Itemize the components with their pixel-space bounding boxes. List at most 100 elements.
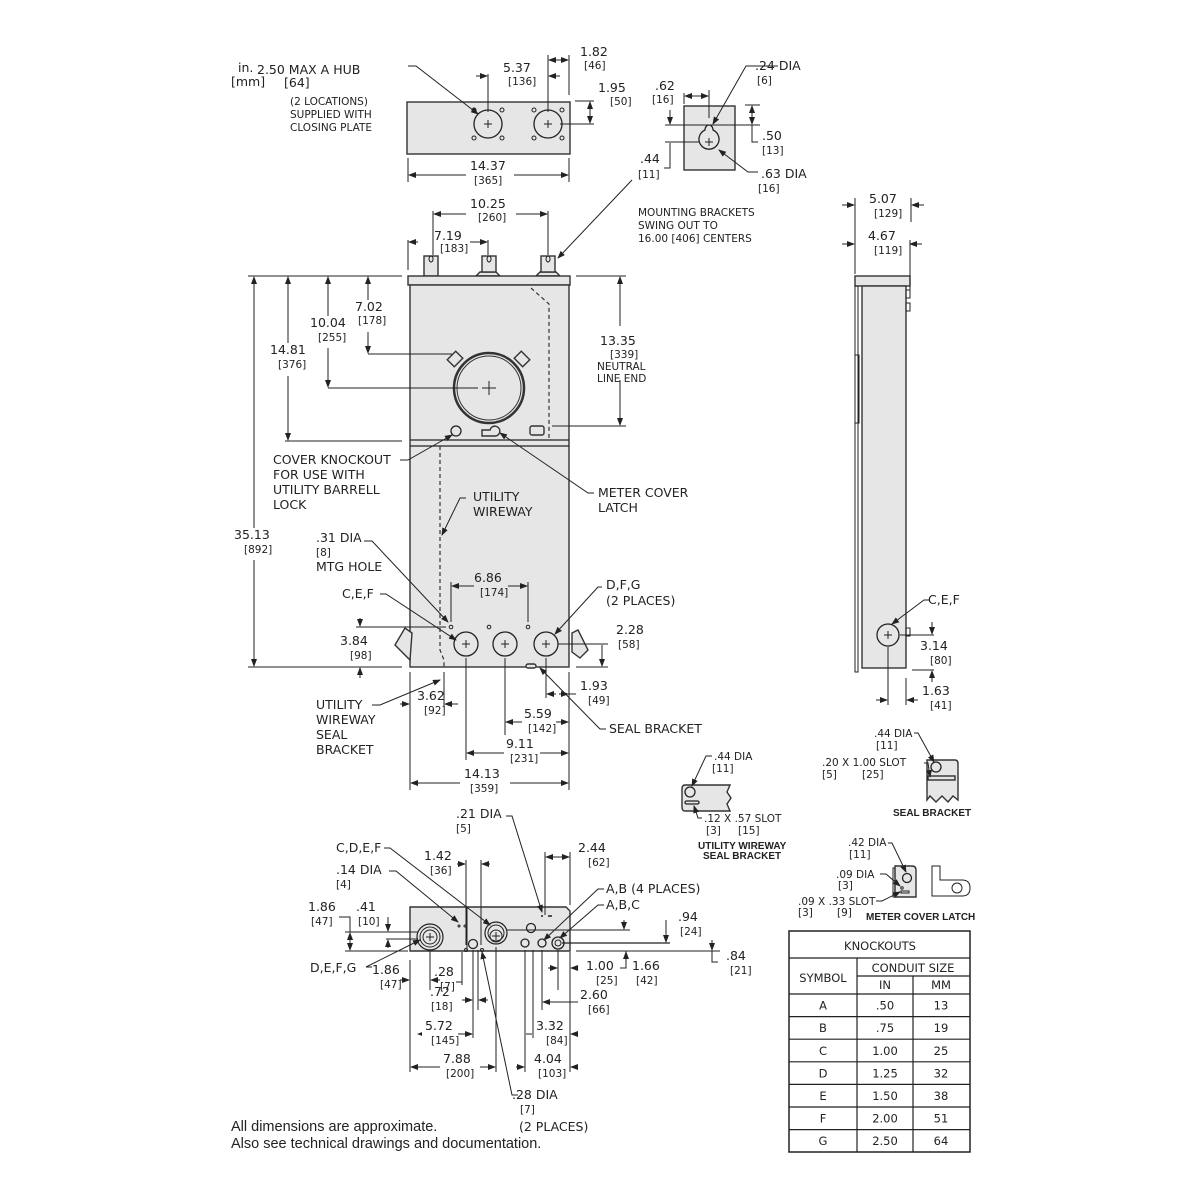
dim-1-93: 1.93 — [580, 678, 608, 693]
dim-1-93-mm: [49] — [588, 695, 610, 707]
kt-cell-symbol: G — [819, 1134, 828, 1148]
seal-bracket-label: SEAL BRACKET — [609, 721, 702, 736]
dim-10-25: 10.25 — [470, 196, 506, 211]
kt-title: KNOCKOUTS — [844, 939, 916, 953]
uw-title-2: SEAL BRACKET — [703, 851, 781, 862]
dim-35-13: 35.13 — [234, 527, 270, 542]
dim-14-81: 14.81 — [270, 342, 306, 357]
bv-dim-1-42: 1.42 — [424, 848, 452, 863]
bottom-view: .21 DIA [5] C,D,E,F .14 DIA [4] 1.42 [36… — [308, 806, 752, 1134]
mtg-hole-label-1: .31 DIA — [316, 530, 362, 545]
uw-dia-mm: [11] — [712, 763, 734, 775]
latch-slot: .09 X .33 SLOT — [798, 896, 876, 908]
kt-cell-in: 1.25 — [872, 1066, 898, 1080]
kt-cell-in: 2.50 — [872, 1134, 898, 1148]
dia-63-mm: [16] — [758, 183, 780, 195]
dia-63: .63 DIA — [761, 166, 807, 181]
dim-5-07-mm: [129] — [874, 208, 902, 220]
bv-dia-28: .28 DIA — [512, 1087, 558, 1102]
bv-dim-28-mm: [7] — [440, 981, 455, 993]
cover-knockout-label-1: COVER KNOCKOUT — [273, 452, 391, 467]
top-brackets — [423, 255, 562, 277]
uw-seal-label-2: WIREWAY — [316, 712, 376, 727]
bottom-knockouts — [448, 624, 559, 669]
kt-cell-mm: 25 — [934, 1044, 949, 1058]
seal-slot: .20 X 1.00 SLOT — [822, 757, 907, 769]
seal-slot-mm-a: [5] — [822, 769, 837, 781]
bv-dim-72-mm: [18] — [431, 1001, 453, 1013]
dim-6-86-mm: [174] — [480, 587, 508, 599]
units-legend: in. [mm] — [231, 60, 265, 89]
knockouts-table: KNOCKOUTS SYMBOL CONDUIT SIZE IN MM A.50… — [788, 930, 971, 1153]
uw-slot-mm-b: [15] — [738, 825, 760, 837]
neutral-label-2: LINE END — [597, 373, 646, 385]
footer-notes: All dimensions are approximate. Also see… — [231, 1119, 541, 1152]
dim-10-04: 10.04 — [310, 315, 346, 330]
cover-knockout-label-4: LOCK — [273, 497, 307, 512]
uw-seal-label-1: UTILITY — [316, 697, 363, 712]
kt-cell-in: 2.00 — [872, 1112, 898, 1126]
kt-cell-mm: 13 — [934, 999, 949, 1013]
bv-dim-4-04: 4.04 — [534, 1051, 562, 1066]
uw-seal-label-3: SEAL — [316, 727, 347, 742]
bv-dim-5-72-mm: [145] — [431, 1035, 459, 1047]
bv-dim-5-72: 5.72 — [425, 1018, 453, 1033]
latch-dia-42-mm: [11] — [849, 849, 871, 861]
bv-dim-1-86b: 1.86 — [372, 962, 400, 977]
kt-cell-symbol: D — [819, 1066, 828, 1080]
kt-col-symbol: SYMBOL — [799, 971, 847, 985]
dim-2-28: 2.28 — [616, 622, 644, 637]
dim-3-84: 3.84 — [340, 633, 368, 648]
dim-62-mm: [16] — [652, 94, 674, 106]
bv-dim-84-mm: [21] — [730, 965, 752, 977]
kt-cell-mm: 51 — [934, 1112, 949, 1126]
bracket-note-3: 16.00 [406] CENTERS — [638, 233, 752, 245]
dim-44-mm: [11] — [638, 169, 660, 181]
bv-dim-2-44-mm: [62] — [588, 857, 610, 869]
dim-7-19: 7.19 — [434, 228, 462, 243]
dim-50-mm: [13] — [762, 145, 784, 157]
dim-2-28-mm: [58] — [618, 639, 640, 651]
dim-13-35-mm: [339] — [610, 349, 638, 361]
meter-cover-latch-detail: .42 DIA [11] .09 DIA [3] .09 X .33 SLOT … — [798, 837, 975, 923]
mounting-bracket-detail: .62 [16] .24 DIA [6] .50 [13] .44 [11] .… — [557, 58, 807, 259]
dim-3-14-mm: [80] — [930, 655, 952, 667]
dim-5-59: 5.59 — [524, 706, 552, 721]
dim-14-37: 14.37 — [470, 158, 506, 173]
dia-24: .24 DIA — [755, 58, 801, 73]
kt-cell-mm: 38 — [934, 1089, 949, 1103]
bv-dim-2-44: 2.44 — [578, 840, 606, 855]
side-view: 5.07 [129] 4.67 [119] C,E,F 3.14 [80] 1.… — [842, 191, 960, 712]
meter-cover-latch-label-1: METER COVER — [598, 485, 689, 500]
hub-note-1: (2 LOCATIONS) — [290, 96, 368, 108]
bv-dim-3-32: 3.32 — [536, 1018, 564, 1033]
dim-1-82: 1.82 — [580, 44, 608, 59]
kt-cell-mm: 64 — [934, 1134, 949, 1148]
utility-wireway-label-1: UTILITY — [473, 489, 520, 504]
bv-dim-1-00-mm: [25] — [596, 975, 618, 987]
dim-14-13: 14.13 — [464, 766, 500, 781]
latch-slot-mm-b: [9] — [837, 907, 852, 919]
bv-dim-1-42-mm: [36] — [430, 865, 452, 877]
dim-10-25-mm: [260] — [478, 212, 506, 224]
bv-dim-2-60-mm: [66] — [588, 1004, 610, 1016]
dim-3-62: 3.62 — [417, 688, 445, 703]
uw-slot: .12 X .57 SLOT — [704, 813, 782, 825]
bv-dim-41: .41 — [356, 899, 376, 914]
kt-cell-in: 1.00 — [872, 1044, 898, 1058]
kt-cell-symbol: E — [819, 1089, 826, 1103]
mtg-hole-label-3: MTG HOLE — [316, 559, 382, 574]
hub-label-mm: [64] — [284, 75, 310, 90]
bv-dia-21-mm: [5] — [456, 823, 471, 835]
kt-cell-in: 1.50 — [872, 1089, 898, 1103]
bv-cdef: C,D,E,F — [336, 840, 381, 855]
dim-1-63-mm: [41] — [930, 700, 952, 712]
cover-knockout — [450, 425, 462, 437]
dim-50: .50 — [762, 128, 782, 143]
seal-bracket-detail: .44 DIA [11] .20 X 1.00 SLOT [5] [25] SE… — [822, 728, 971, 819]
dim-1-95-mm: [50] — [610, 96, 632, 108]
kt-cell-mm: 32 — [934, 1066, 949, 1080]
bv-dim-72: .72 — [430, 984, 450, 999]
